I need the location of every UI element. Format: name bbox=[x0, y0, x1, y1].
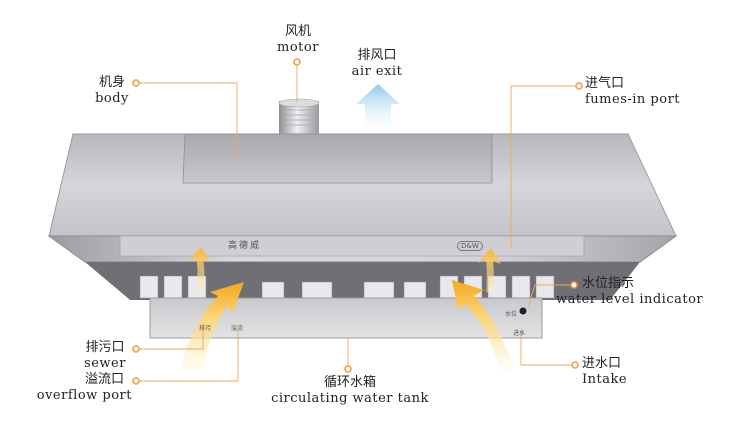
panel-label-overflow: 溢流 bbox=[231, 325, 244, 332]
label-sewer-zh: 排污口 bbox=[85, 340, 125, 355]
airflow-arrows bbox=[180, 247, 514, 374]
label-overflow: 溢流口 overflow port bbox=[20, 372, 132, 404]
leader-sewer bbox=[138, 330, 204, 350]
label-body-zh: 机身 bbox=[98, 75, 125, 90]
leader-water-level bbox=[527, 284, 572, 308]
label-motor: 风机 motor bbox=[268, 24, 328, 56]
label-fumes-in: 进气口 fumes-in port bbox=[585, 76, 680, 108]
panel-label-water-level: 水位 bbox=[505, 311, 518, 318]
label-motor-zh: 风机 bbox=[284, 24, 311, 39]
label-intake: 进水口 Intake bbox=[582, 356, 627, 388]
label-body: 机身 body bbox=[92, 75, 132, 107]
label-water-level-zh: 水位指示 bbox=[582, 276, 635, 291]
label-water-level-en: water level indicator bbox=[556, 292, 704, 307]
leader-body bbox=[138, 82, 238, 160]
label-body-en: body bbox=[95, 91, 129, 106]
leader-lines bbox=[138, 62, 577, 382]
leader-fumes-in bbox=[510, 85, 577, 248]
label-air-exit: 排风口 air exit bbox=[343, 48, 411, 80]
callout-dots bbox=[132, 58, 583, 385]
panel-label-intake: 进水 bbox=[513, 330, 526, 337]
label-overflow-zh: 溢流口 bbox=[84, 372, 124, 387]
label-tank-en: circulating water tank bbox=[271, 391, 429, 406]
label-motor-en: motor bbox=[277, 40, 319, 55]
label-intake-zh: 进水口 bbox=[582, 356, 622, 371]
label-fumes-in-en: fumes-in port bbox=[585, 92, 681, 107]
label-air-exit-zh: 排风口 bbox=[357, 48, 397, 63]
label-air-exit-en: air exit bbox=[351, 64, 403, 79]
label-overflow-en: overflow port bbox=[36, 388, 132, 403]
leader-intake bbox=[520, 330, 573, 366]
label-fumes-in-zh: 进气口 bbox=[585, 76, 625, 91]
water-level-knob[interactable] bbox=[519, 307, 527, 315]
hood-top-panel bbox=[182, 133, 493, 184]
brand-badge: D&W bbox=[457, 241, 483, 251]
brand-logo-text: 高德威 bbox=[228, 241, 262, 251]
label-tank: 循环水箱 circulating water tank bbox=[270, 375, 430, 407]
label-sewer-en: sewer bbox=[84, 356, 126, 371]
label-sewer: 排污口 sewer bbox=[78, 340, 132, 372]
motor-unit bbox=[278, 98, 320, 135]
air-exit-arrow bbox=[356, 84, 400, 132]
label-intake-en: Intake bbox=[582, 372, 628, 387]
panel-label-sewer: 排污 bbox=[199, 325, 212, 332]
label-tank-zh: 循环水箱 bbox=[323, 375, 376, 390]
label-water-level: 水位指示 water level indicator bbox=[556, 276, 703, 308]
leader-overflow bbox=[138, 330, 239, 382]
